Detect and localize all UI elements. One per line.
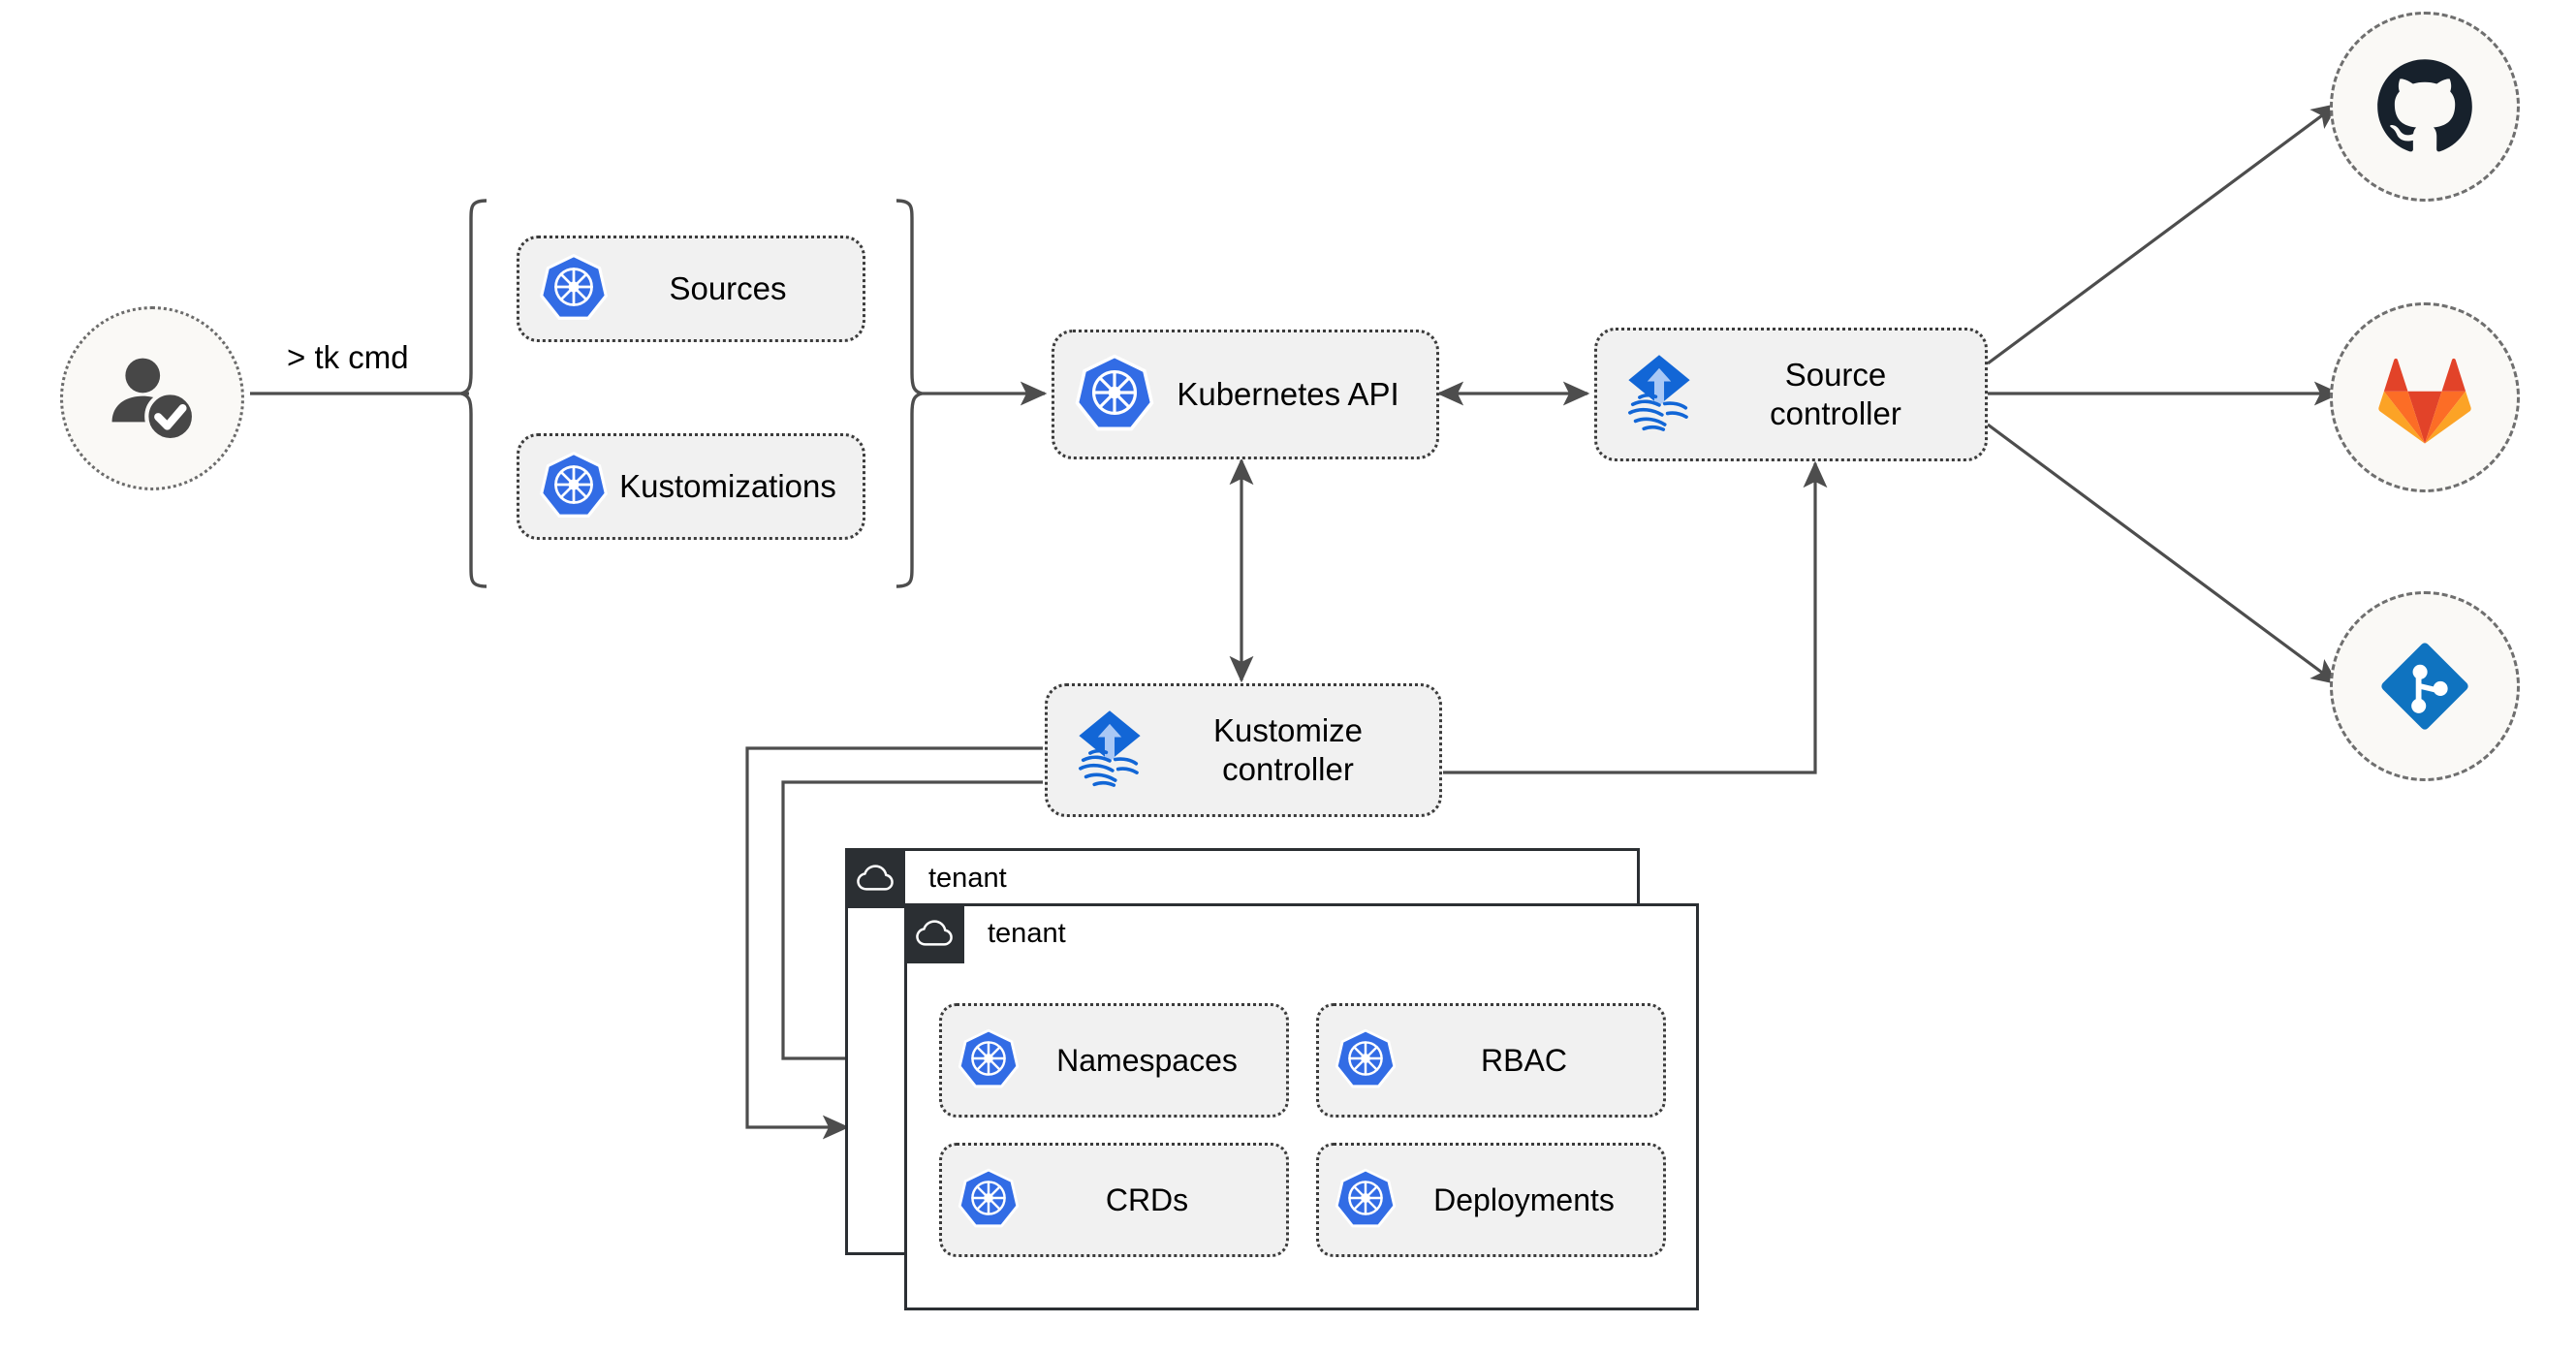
node-kubernetes-api[interactable]: Kubernetes API <box>1052 330 1439 459</box>
flux-icon <box>1615 348 1704 442</box>
command-label: > tk cmd <box>287 339 409 375</box>
provider-azure-repos[interactable] <box>2330 591 2520 781</box>
resource-label: Sources <box>669 269 787 306</box>
resource-label: Namespaces <box>1056 1042 1238 1078</box>
resource-label: Deployments <box>1433 1182 1615 1217</box>
tenant-resource-deployments[interactable]: Deployments <box>1316 1143 1666 1257</box>
cloud-icon <box>904 903 964 963</box>
node-label: Source controller <box>1770 356 1901 431</box>
kubernetes-icon <box>956 1165 1021 1236</box>
kubernetes-icon <box>537 250 611 329</box>
user-check-icon <box>111 358 197 443</box>
tenant-window-2[interactable]: tenant Namespaces <box>904 903 1699 1310</box>
github-icon <box>2377 59 2472 152</box>
flux-icon <box>1065 704 1154 798</box>
node-kustomize-controller[interactable]: Kustomize controller <box>1045 683 1442 817</box>
resource-box-sources[interactable]: Sources <box>517 236 865 342</box>
tenant-resource-namespaces[interactable]: Namespaces <box>939 1003 1289 1118</box>
tenant-title: tenant <box>928 862 1007 894</box>
node-label: Kustomize controller <box>1212 711 1364 787</box>
tenant-resource-rbac[interactable]: RBAC <box>1316 1003 1666 1118</box>
tenant-header-1: tenant <box>845 848 1007 908</box>
tenant-resource-grid: Namespaces RBAC <box>939 1003 1666 1257</box>
right-brace <box>895 199 923 588</box>
wire-source-to-github <box>1987 103 2339 365</box>
tenant-title: tenant <box>988 917 1066 949</box>
authenticated-user-node[interactable] <box>60 306 244 490</box>
provider-gitlab[interactable] <box>2330 302 2520 492</box>
resource-box-kustomizations[interactable]: Kustomizations <box>517 433 865 540</box>
resource-label: CRDs <box>1105 1182 1189 1217</box>
kubernetes-icon <box>537 448 611 526</box>
kubernetes-icon <box>956 1025 1021 1096</box>
kubernetes-icon <box>1072 350 1157 440</box>
cloud-icon <box>845 848 905 908</box>
wire-kustomize-to-source-controller <box>1443 460 1828 774</box>
node-source-controller[interactable]: Source controller <box>1594 328 1988 461</box>
kubernetes-icon <box>1333 1165 1398 1236</box>
resource-label: Kustomizations <box>619 467 836 504</box>
provider-github[interactable] <box>2330 12 2520 202</box>
tenant-header-2: tenant <box>904 903 1066 963</box>
left-brace <box>460 199 487 588</box>
kubernetes-icon <box>1333 1025 1398 1096</box>
wire-source-to-azure-repos <box>1987 423 2339 685</box>
azure-repos-icon <box>2381 643 2468 730</box>
tenant-resource-crds[interactable]: CRDs <box>939 1143 1289 1257</box>
node-label: Kubernetes API <box>1177 375 1399 412</box>
gitlab-icon <box>2378 358 2471 444</box>
resource-label: RBAC <box>1481 1042 1567 1078</box>
